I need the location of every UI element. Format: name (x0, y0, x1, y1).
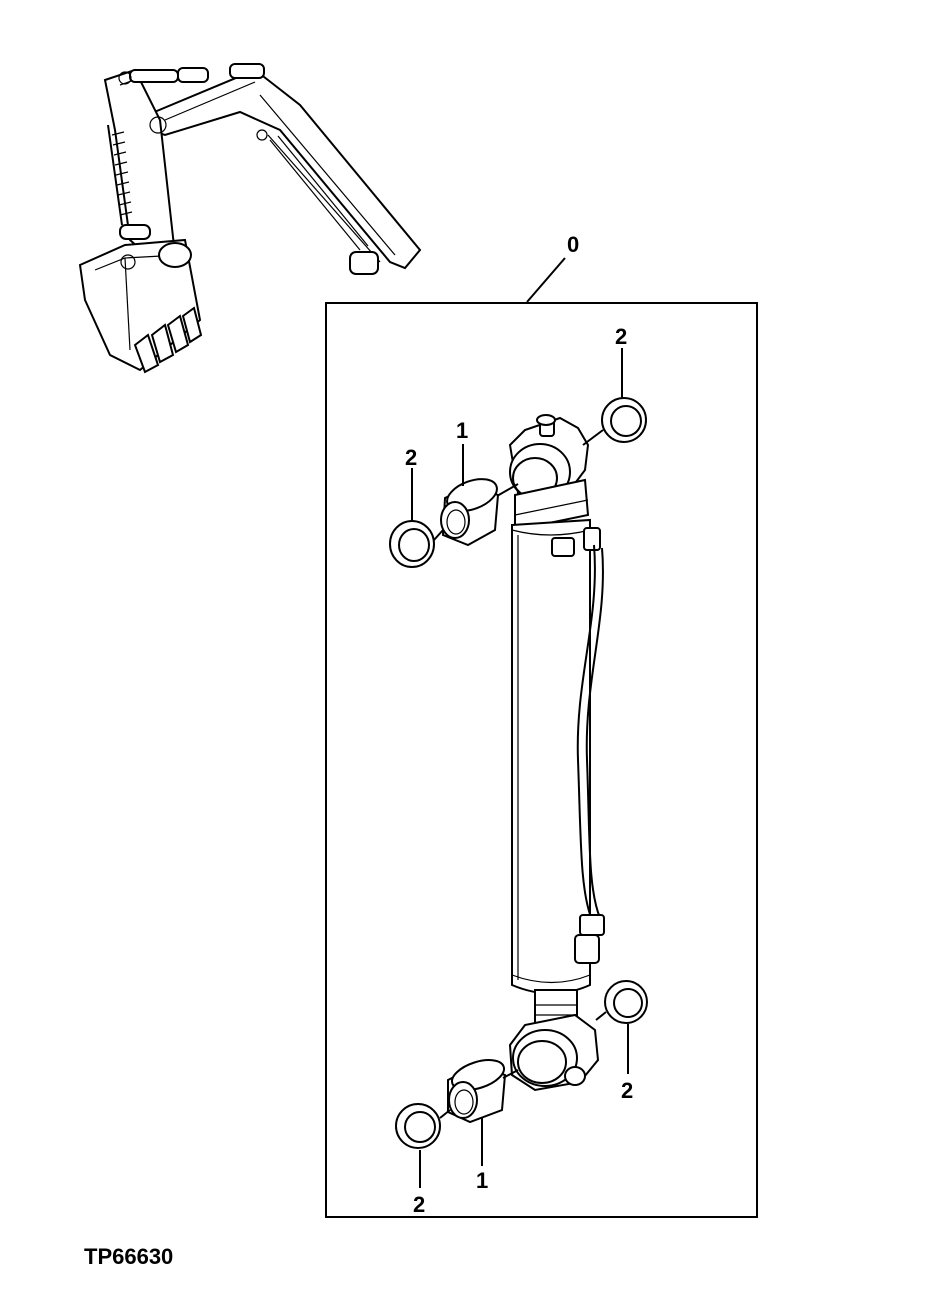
leader-line-seal-to-bushing-bottom (439, 1109, 451, 1119)
callout-seal-top-right: 2 (615, 324, 627, 349)
leader-line-seal-bottom-right-to-eye (595, 1011, 607, 1021)
hydraulic-cylinder (508, 414, 605, 1092)
callout-seal-bottom-left: 2 (413, 1192, 425, 1217)
leader-line-bushing-bottom-to-eye (502, 1069, 519, 1079)
callout-seal-bottom-right: 2 (621, 1078, 633, 1103)
callout-bushing-top: 1 (456, 418, 468, 443)
figure-id: TP66630 (84, 1244, 173, 1269)
seal-bottom-left (395, 1103, 441, 1149)
callout-assembly: 0 (567, 232, 579, 257)
seal-top-right (601, 397, 647, 443)
excavator-boom-illustration (78, 63, 422, 374)
callout-bushing-bottom: 1 (476, 1168, 488, 1193)
assembly-frame (325, 302, 758, 1218)
callout-seal-top-left: 2 (405, 445, 417, 470)
leader-line-assembly (526, 257, 566, 303)
seal-top-left (389, 520, 435, 568)
leader-line-seal-to-bushing-top (433, 529, 444, 541)
leader-line-bushing-top-to-eye (496, 483, 519, 497)
seal-bottom-right (604, 980, 648, 1024)
bushing-bottom (447, 1059, 507, 1124)
bushing-top (440, 478, 500, 547)
leader-line-seal-top-right-to-eye (582, 429, 604, 446)
